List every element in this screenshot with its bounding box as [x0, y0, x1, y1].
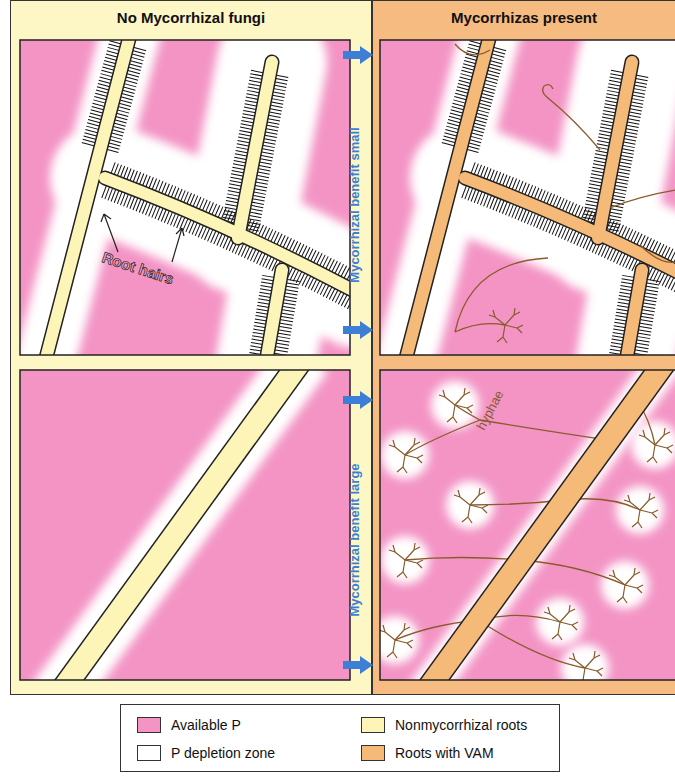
- panel-heading: Mycorrhizas present: [373, 9, 675, 26]
- legend-text: Available P: [171, 717, 241, 733]
- benefit-label: Mycorrhizal benefit large: [347, 463, 362, 616]
- panel: Mycorrhizas present: [372, 0, 675, 695]
- legend-text: Roots with VAM: [395, 745, 494, 761]
- panel-heading: No Mycorrhizal fungi: [11, 9, 371, 26]
- legend-text: P depletion zone: [171, 745, 275, 761]
- legend-swatch: [137, 745, 161, 761]
- benefit-label: Mycorrhizal benefit small: [347, 127, 362, 282]
- legend-swatch: [361, 717, 385, 733]
- legend-text: Nonmycorrhizal roots: [395, 717, 527, 733]
- legend-swatch: [361, 745, 385, 761]
- legend: Available P P depletion zone Nonmycorrhiza…: [120, 704, 560, 772]
- panel: No Mycorrhizal fungi: [10, 0, 372, 695]
- legend-swatch: [137, 717, 161, 733]
